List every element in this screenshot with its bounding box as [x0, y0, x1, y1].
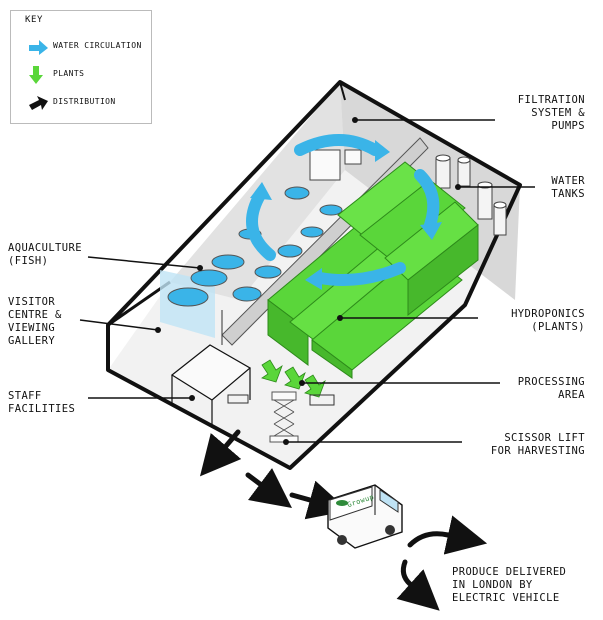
label-staff: STAFF FACILITIES — [8, 390, 76, 415]
filtration-equipment — [309, 149, 362, 181]
legend: KEY WATER CIRCULATION PLANTS DISTRIBUTIO… — [10, 10, 152, 124]
legend-label: DISTRIBUTION — [53, 97, 116, 106]
legend-label: WATER CIRCULATION — [53, 41, 142, 50]
hydroponic-racks — [267, 161, 479, 379]
distribution-arrows — [199, 429, 488, 611]
water-circulation-arrows — [246, 134, 440, 287]
fish-tanks — [167, 186, 343, 307]
legend-item-distribution: DISTRIBUTION — [11, 93, 151, 113]
electric-van — [327, 484, 403, 549]
water-tanks — [435, 154, 507, 236]
label-visitor-centre: VISITOR CENTRE & VIEWING GALLERY — [8, 296, 62, 347]
legend-item-water: WATER CIRCULATION — [11, 37, 151, 57]
blue-arrow-icon — [29, 40, 48, 55]
label-produce: PRODUCE DELIVERED IN LONDON BY ELECTRIC … — [452, 566, 567, 604]
label-filtration: FILTRATION SYSTEM & PUMPS — [517, 94, 585, 132]
legend-item-plants: PLANTS — [11, 65, 151, 85]
black-arrow-icon — [29, 96, 48, 110]
label-scissor-lift: SCISSOR LIFT FOR HARVESTING — [490, 432, 585, 457]
label-water-tanks: WATER TANKS — [551, 175, 585, 200]
legend-title: KEY — [25, 15, 44, 25]
label-aquaculture: AQUACULTURE (FISH) — [8, 242, 82, 267]
label-processing: PROCESSING AREA — [517, 376, 585, 401]
water-arrow-heads — [250, 140, 442, 290]
legend-label: PLANTS — [53, 69, 85, 78]
label-hydroponics: HYDROPONICS (PLANTS) — [511, 308, 585, 333]
leader-lines — [79, 119, 535, 443]
leader-dots — [155, 117, 461, 445]
green-arrow-icon — [29, 66, 43, 84]
staff-furniture — [227, 394, 335, 406]
